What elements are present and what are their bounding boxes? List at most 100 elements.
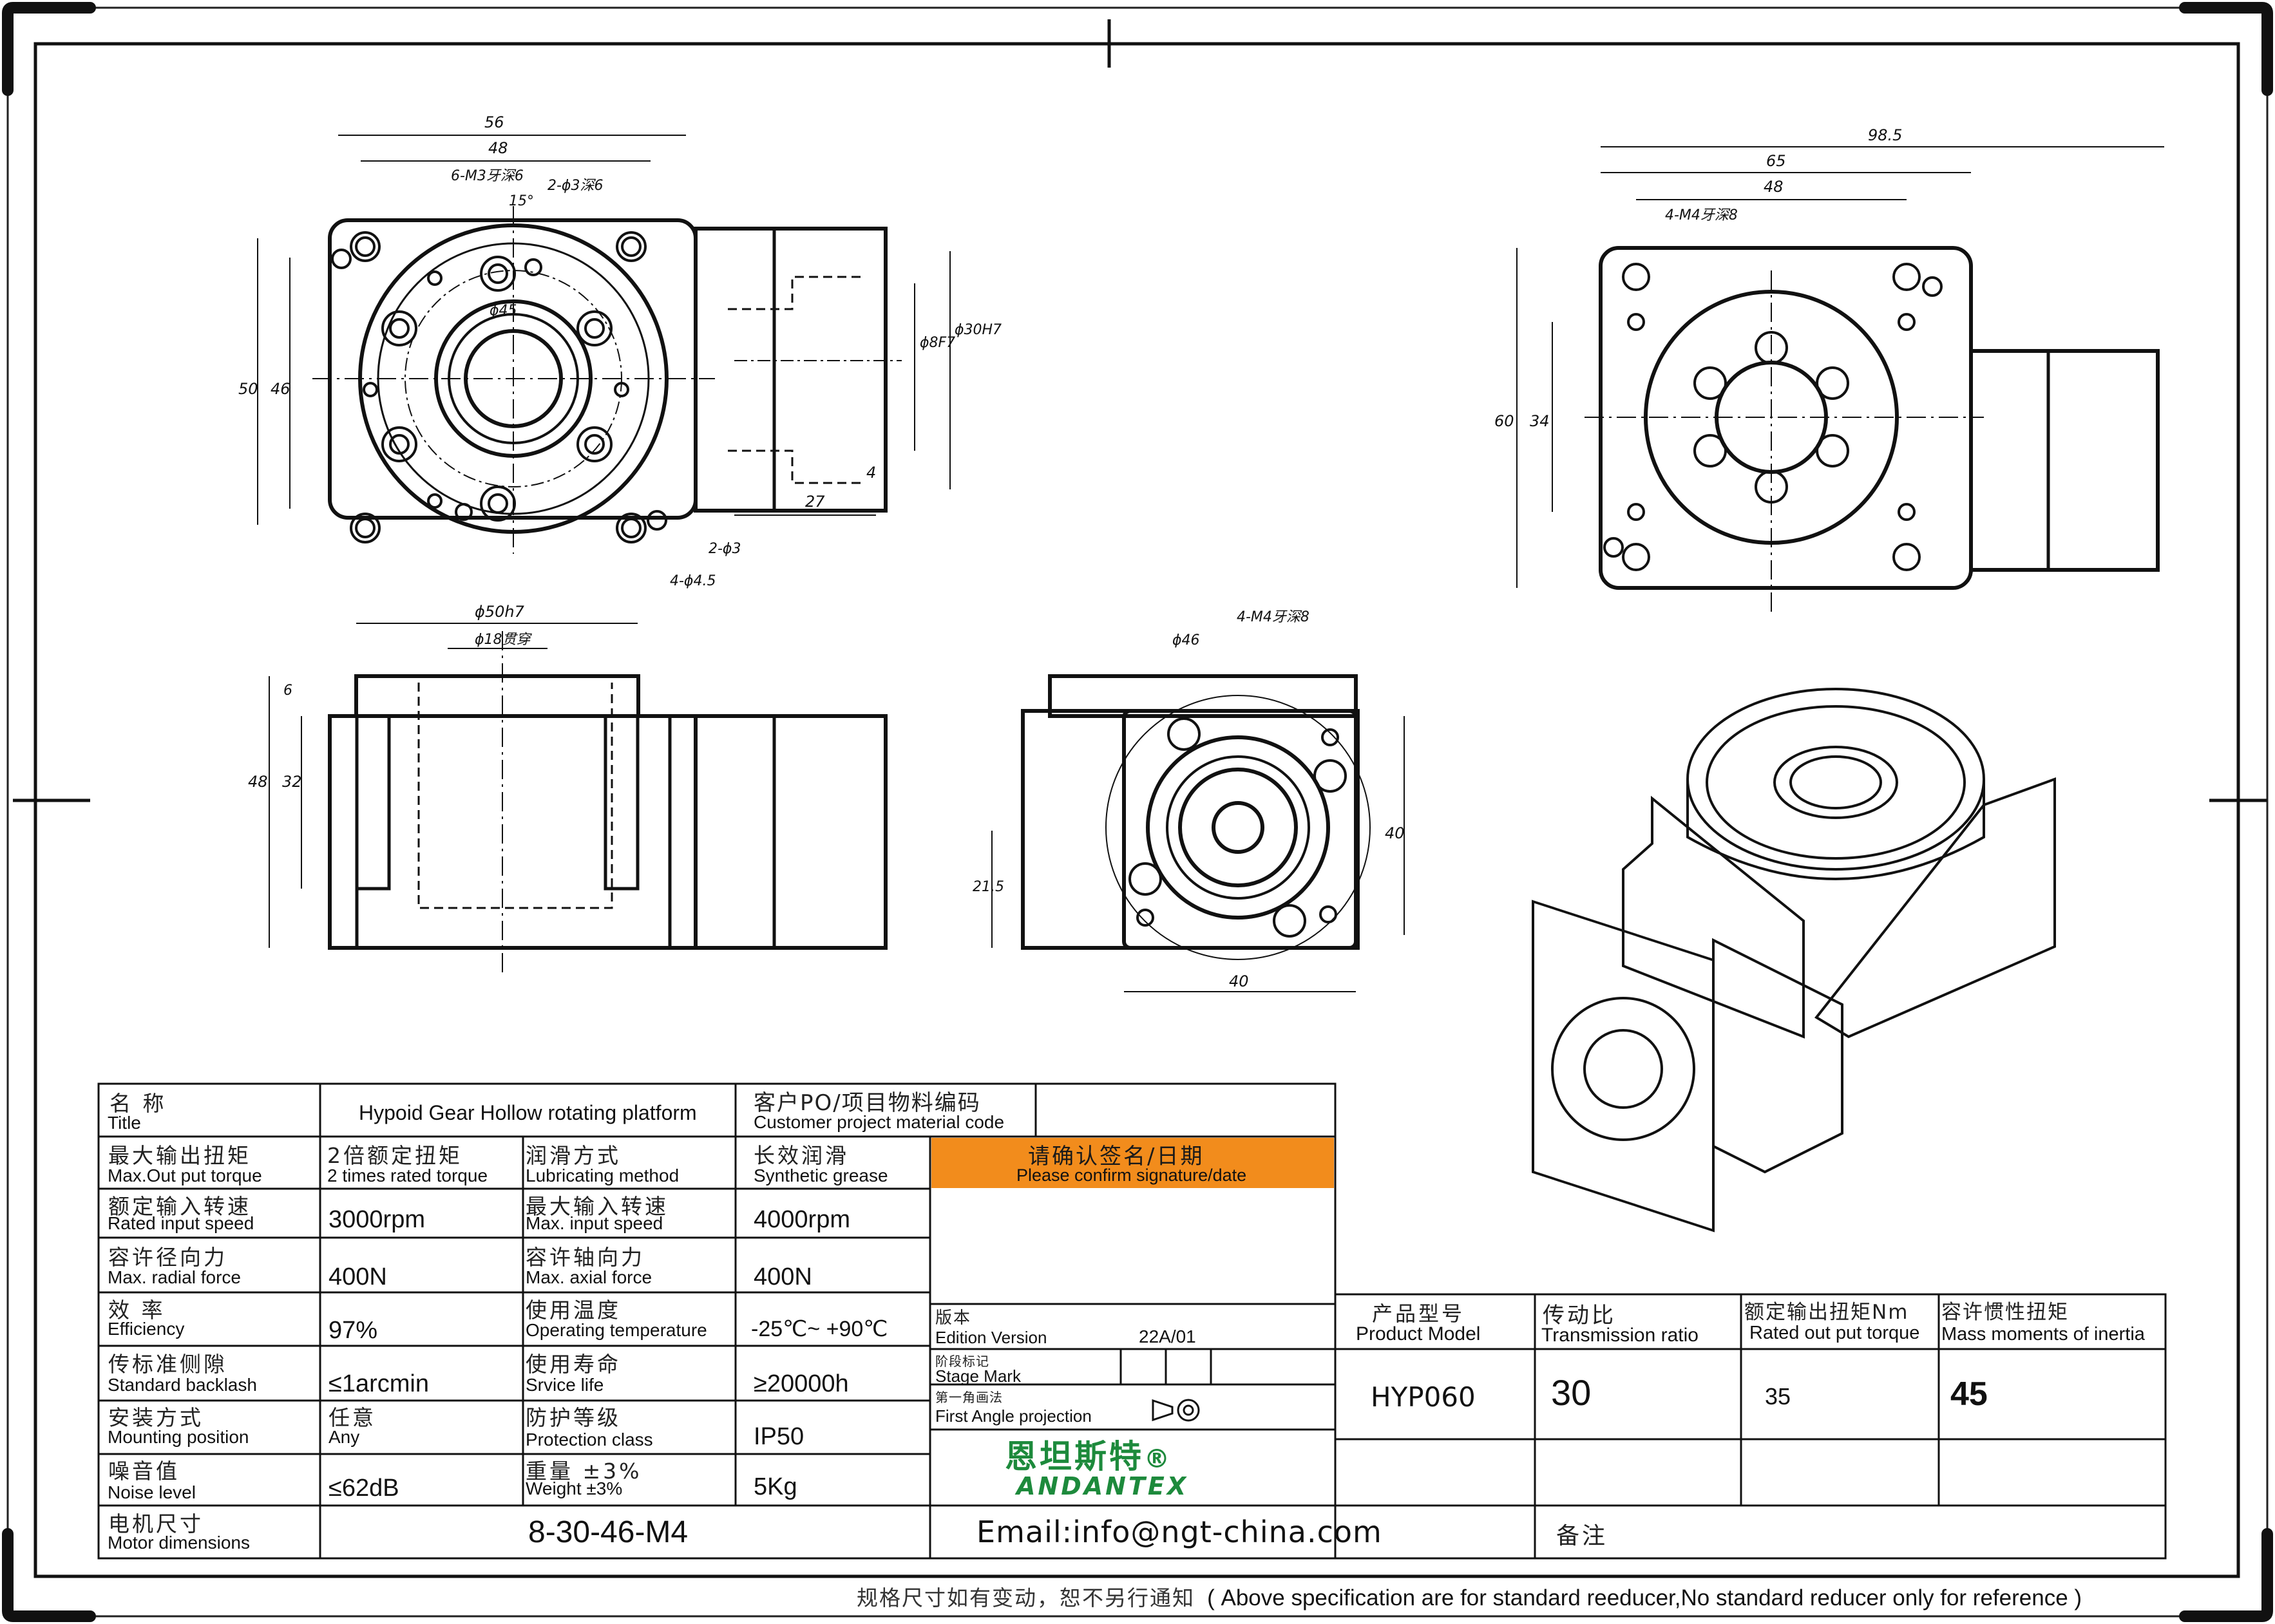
dim-label: 65 [1766,152,1786,170]
ratio-en: Transmission ratio [1541,1325,1699,1346]
edition-cn: 版本 [935,1308,972,1328]
title-label-cn: 名 称 [109,1091,167,1116]
efficiency-value: 97% [328,1317,378,1344]
dim-label: 27 [805,493,825,511]
dim-label: ϕ46 [1172,632,1200,648]
radial-force-value: 400N [328,1263,387,1290]
right-view-dims [1516,146,2164,588]
service-life-en: Srvice life [526,1375,604,1395]
efficiency-cn: 效 率 [108,1298,166,1323]
weight-en: Weight ±3% [526,1478,623,1498]
protection-value: IP50 [754,1423,804,1450]
axial-force-value: 400N [754,1263,812,1290]
dim-label: ϕ30H7 [955,322,1002,338]
rated-speed-en: Rated input speed [108,1213,254,1233]
protection-cn: 防护等级 [526,1405,621,1430]
contact-email: Email:info@ngt-china.com [976,1515,1382,1549]
right-view [1585,246,2160,612]
dim-label: 56 [484,113,504,131]
axial-force-en: Max. axial force [526,1267,652,1287]
customer-code-en: Customer project material code [754,1112,1005,1132]
inertia-en: Mass moments of inertia [1941,1324,2145,1345]
max-speed-en: Max. input speed [526,1213,663,1233]
weight-cn: 重量 ±3% [526,1459,642,1484]
noise-cn: 噪音值 [108,1459,180,1484]
customer-code-cn: 客户PO/项目物料编码 [754,1090,981,1116]
confirm-label-cn: 请确认签名/日期 [1028,1144,1204,1169]
temperature-value: -25℃~ +90℃ [751,1317,888,1341]
stage-en: Stage Mark [935,1366,1021,1386]
dim-label: ϕ18贯穿 [475,632,531,648]
product-model-cn: 产品型号 [1372,1301,1465,1326]
dim-label: 50 [238,380,258,398]
ratio-value: 30 [1551,1372,1592,1413]
footer-note-en: ( Above specification are for standard r… [1207,1585,2082,1610]
edition-value: 22A/01 [1139,1327,1196,1346]
product-model-en: Product Model [1356,1323,1481,1345]
axial-force-cn: 容许轴向力 [526,1245,645,1270]
confirm-banner [931,1138,1334,1188]
efficiency-en: Efficiency [108,1319,185,1339]
radial-force-en: Max. radial force [108,1267,241,1287]
dim-label: 40 [1385,824,1405,842]
spec-table-grid [97,1082,2167,1560]
ratio-cn: 传动比 [1543,1303,1616,1328]
dim-label: 48 [248,773,268,791]
noise-value: ≤62dB [328,1475,399,1502]
rated-torque-cn: 额定输出扭矩Nm [1744,1301,1909,1324]
noise-en: Noise level [108,1482,196,1502]
footer-note-cn: 规格尺寸如有变动，恕不另行通知 [857,1585,1195,1610]
dim-label: 48 [488,139,508,157]
service-life-cn: 使用寿命 [526,1352,621,1377]
registered-mark: ® [1144,1444,1170,1474]
backlash-value: ≤1arcmin [328,1370,430,1397]
backlash-cn: 传标准侧隙 [108,1352,227,1377]
dim-label: 98.5 [1868,126,1903,144]
lubricating-value-en: Synthetic grease [754,1166,888,1185]
section-view-dims [269,623,638,948]
dim-label: ϕ45 [490,303,517,319]
stage-cn: 阶段标记 [935,1354,989,1369]
service-life-value: ≥20000h [754,1370,849,1397]
confirm-label-en: Please confirm signature/date [1016,1166,1247,1185]
lubricating-cn: 润滑方式 [526,1143,621,1168]
motor-dimensions-en: Motor dimensions [108,1533,250,1553]
motor-view-dims [991,716,1405,992]
brand-logo: 恩坦斯特® [1005,1431,1170,1477]
rated-torque-en: Rated out put torque [1749,1323,1920,1343]
mounting-en: Mounting position [108,1427,249,1447]
mounting-value-cn: 任意 [328,1405,376,1430]
isometric-view [1532,688,2056,1232]
temperature-cn: 使用温度 [526,1298,621,1323]
dim-label: 6-M3牙深6 [451,168,524,184]
first-angle-symbol [1152,1399,1200,1422]
max-torque-value-cn: 2倍额定扭矩 [327,1143,462,1168]
inertia-value: 45 [1950,1375,1988,1413]
max-torque-value-en: 2 times rated torque [327,1166,488,1185]
projection-en: First Angle projection [935,1406,1092,1426]
motor-dimensions-cn: 电机尺寸 [108,1511,204,1536]
edition-en: Edition Version [935,1328,1047,1347]
dim-label: 40 [1229,972,1249,990]
product-model-value: HYP060 [1371,1381,1476,1413]
motor-view [1021,674,1371,960]
dim-label: 4-ϕ4.5 [670,573,716,589]
dim-label: 2-ϕ3深6 [547,178,604,194]
title-value: Hypoid Gear Hollow rotating platform [359,1101,697,1124]
dim-label: 34 [1530,412,1550,430]
projection-cn: 第一角画法 [935,1390,1003,1405]
dim-label: 6 [283,683,292,699]
inertia-cn: 容许惯性扭矩 [1941,1301,2069,1324]
max-torque-en: Max.Out put torque [108,1166,262,1185]
front-view-dims [257,135,951,525]
protection-en: Protection class [526,1430,653,1449]
max-speed-cn: 最大输入转速 [526,1194,669,1219]
dim-label: 21.5 [973,879,1004,895]
radial-force-cn: 容许径向力 [108,1245,227,1270]
dim-label: 60 [1494,412,1514,430]
dim-label: 48 [1764,178,1784,196]
max-torque-cn: 最大输出扭矩 [108,1143,251,1168]
mounting-cn: 安装方式 [108,1405,204,1430]
section-view [328,631,888,972]
